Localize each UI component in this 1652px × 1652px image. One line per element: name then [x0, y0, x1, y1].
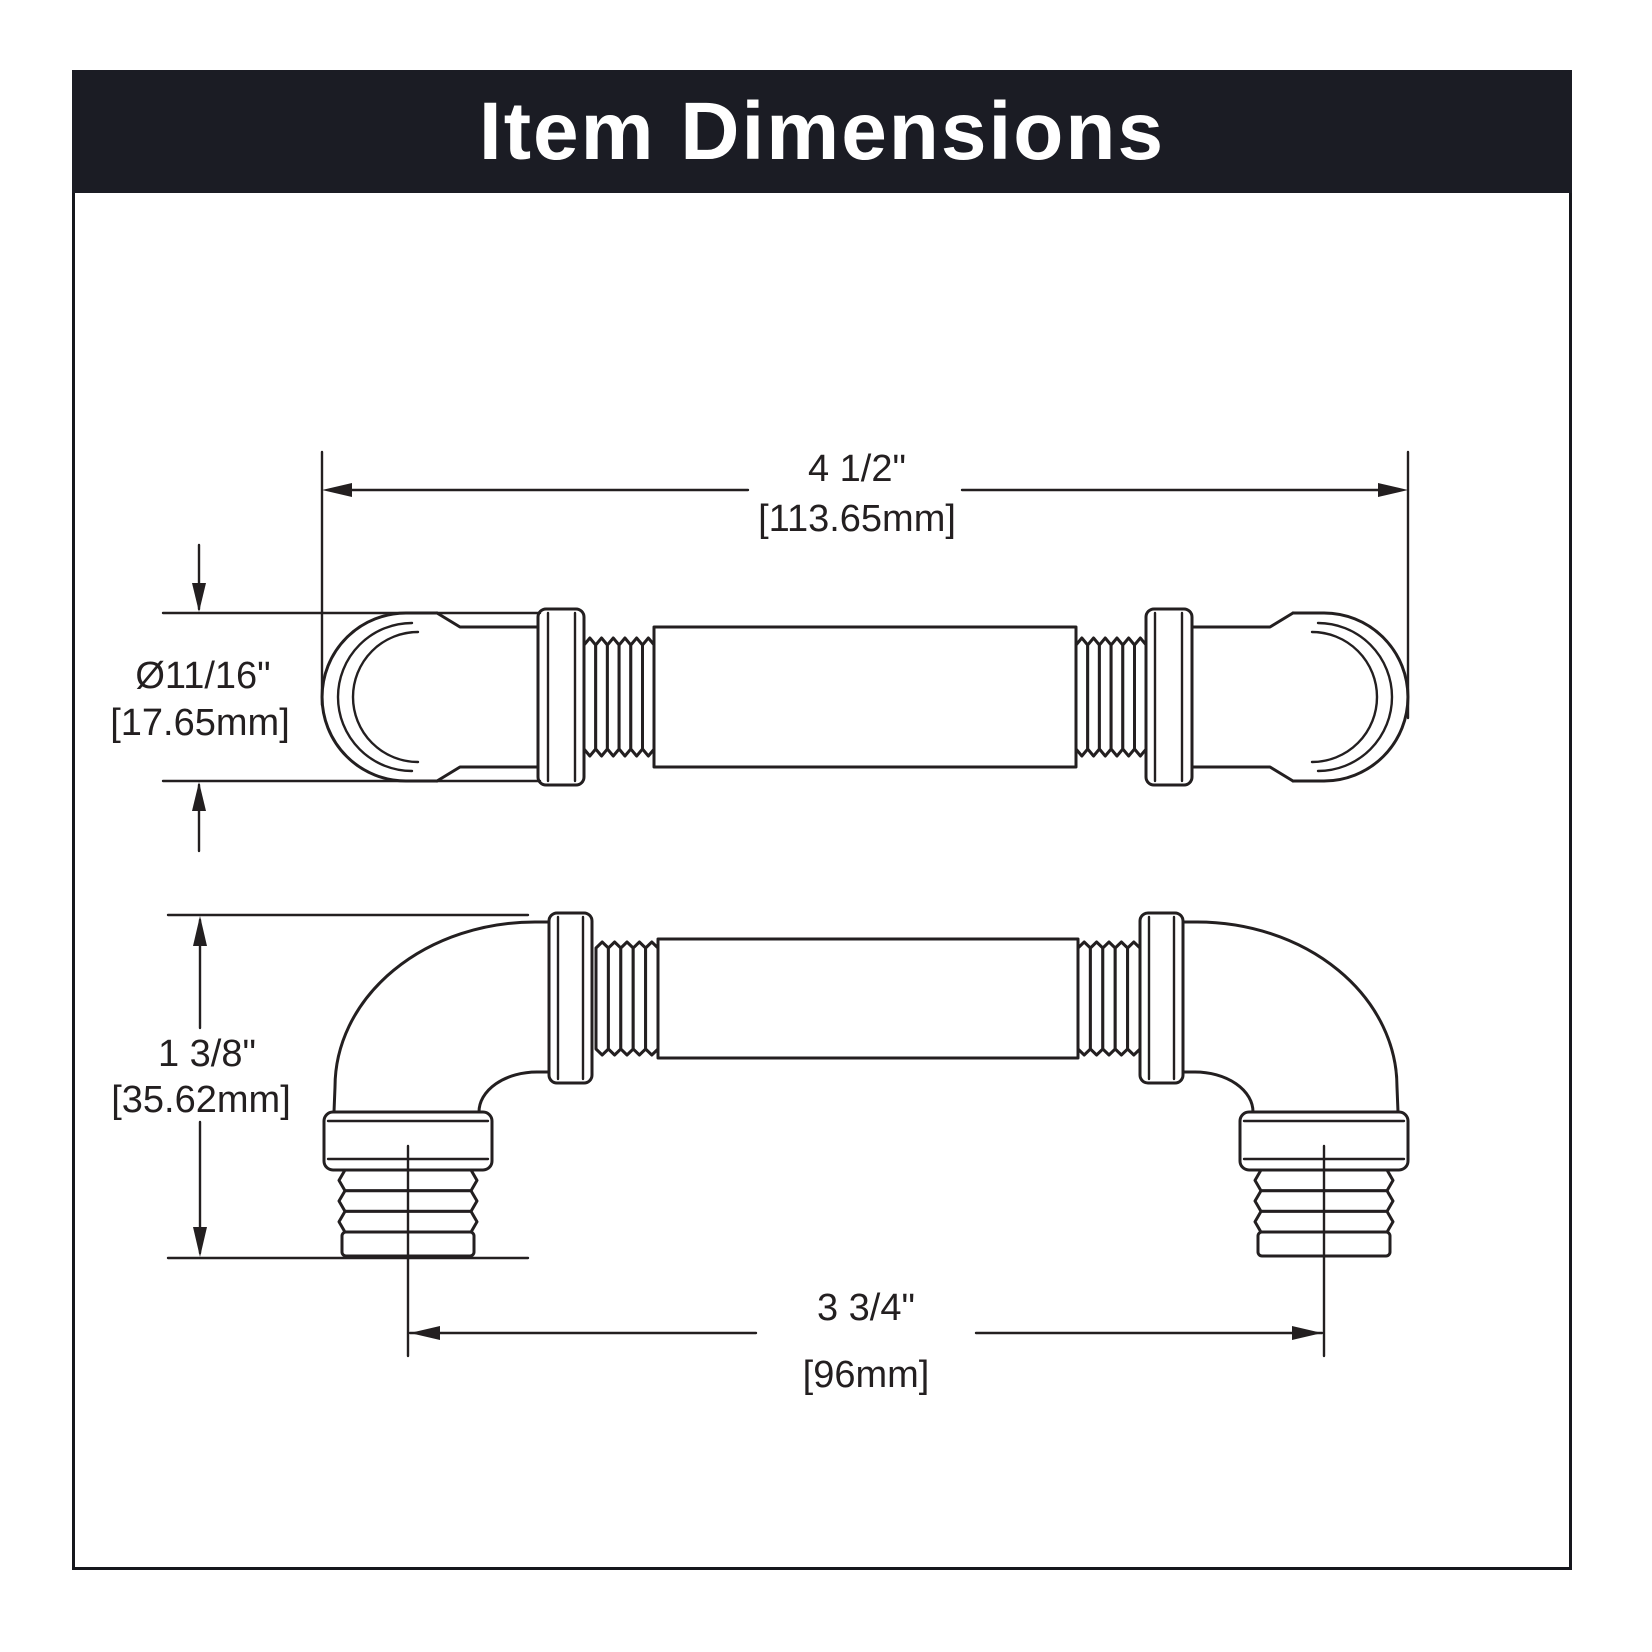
top-view-left-end-cap [320, 611, 540, 783]
top-view-left-collar [536, 607, 586, 787]
diameter-dimension: Ø11/16" [17.65mm] [110, 543, 542, 853]
center-to-center-dimension: 3 3/4" [96mm] [408, 1287, 1324, 1396]
top-view-right-end-cap [1190, 611, 1410, 783]
projection-dimension: 1 3/8" [35.62mm] [111, 913, 530, 1260]
front-view-right-collar [1138, 911, 1185, 1085]
top-view-drawing: 4 1/2" [113.65mm] Ø11/16" [17.65mm] [110, 448, 1410, 853]
center-to-center-inches-label: 3 3/4" [817, 1287, 915, 1329]
left-post-collar [322, 1110, 494, 1172]
front-view-right-elbow [1181, 920, 1400, 1114]
title-bar: Item Dimensions [72, 70, 1572, 193]
projection-mm-label: [35.62mm] [111, 1079, 291, 1121]
top-view-right-collar [1144, 607, 1194, 787]
diameter-mm-label: [17.65mm] [110, 702, 290, 744]
front-view-center-tube [656, 937, 1080, 1060]
overall-length-mm-label: [113.65mm] [758, 498, 956, 540]
diagram-frame: Item Dimensions [72, 70, 1572, 1570]
top-view-center-tube [652, 625, 1078, 769]
front-view-drawing: 1 3/8" [35.62mm] 3 3/4" [96mm] [111, 911, 1410, 1396]
diameter-inches-label: Ø11/16" [135, 655, 270, 697]
front-view-left-collar [547, 911, 594, 1085]
overall-length-dimension: 4 1/2" [113.65mm] [320, 448, 1410, 720]
front-view-left-elbow [332, 920, 551, 1114]
projection-inches-label: 1 3/8" [158, 1033, 256, 1075]
overall-length-inches-label: 4 1/2" [808, 448, 906, 490]
center-to-center-mm-label: [96mm] [803, 1354, 930, 1396]
post-centerlines [406, 1144, 1326, 1358]
page-title: Item Dimensions [478, 85, 1166, 177]
